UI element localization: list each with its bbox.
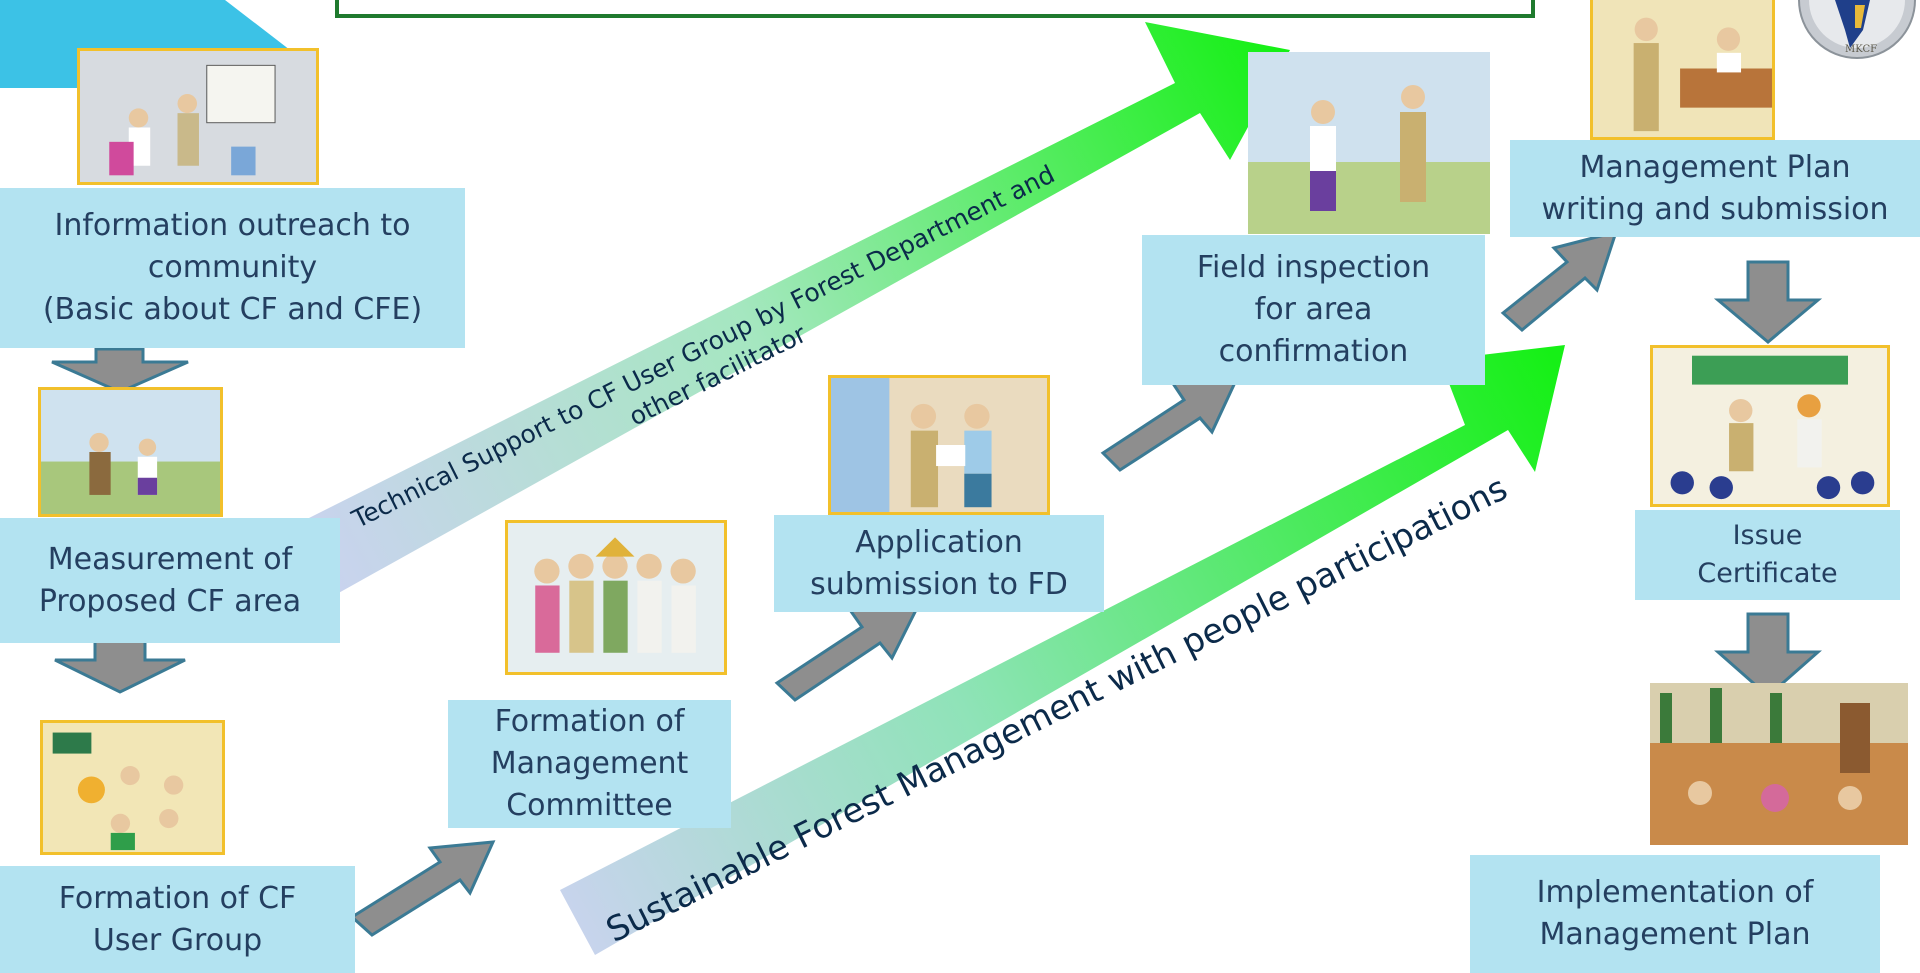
diag-arrow-4 — [1500, 229, 1619, 332]
technical-support-arrow — [305, 22, 1290, 595]
field-line-2: for area — [1254, 292, 1373, 327]
mkcf-logo: MKCF — [1775, 0, 1920, 60]
committee-line-1: Formation of — [494, 704, 685, 739]
step-application: Application submission to FD — [774, 515, 1104, 612]
field-line-1: Field inspection — [1196, 250, 1431, 285]
implementation-line-1: Implementation of — [1536, 875, 1814, 910]
cf-user-group-picture — [40, 720, 225, 855]
step-measurement: Measurement of Proposed CF area — [0, 518, 340, 643]
down-arrow-4 — [1714, 612, 1822, 698]
measurement-picture — [38, 387, 223, 517]
measurement-line-1: Measurement of — [47, 541, 293, 577]
step-management-committee: Formation of Management Committee — [448, 700, 731, 828]
cf-user-group-line-1: Formation of CF — [58, 880, 297, 916]
committee-line-3: Committee — [506, 788, 673, 823]
field-inspection-picture[interactable] — [1248, 52, 1490, 234]
step-issue-certificate: Issue Certificate — [1635, 510, 1900, 600]
implementation-picture — [1650, 683, 1908, 845]
outreach-picture — [77, 48, 319, 185]
committee-picture — [505, 520, 727, 675]
outreach-line-1: Information outreach to — [54, 208, 411, 243]
outreach-line-3: (Basic about CF and CFE) — [42, 292, 423, 327]
diag-arrow-3 — [1100, 374, 1241, 472]
step-information-outreach: Information outreach to community (Basic… — [0, 188, 465, 348]
step-cf-user-group: Formation of CF User Group — [0, 866, 355, 973]
management-plan-picture — [1590, 0, 1775, 140]
sustainable-arrow — [560, 345, 1565, 955]
committee-line-2: Management — [490, 746, 689, 781]
down-arrow-1 — [51, 347, 189, 394]
certificate-line-1: Issue — [1732, 520, 1803, 551]
measurement-line-2: Proposed CF area — [38, 583, 302, 619]
application-picture — [828, 375, 1050, 515]
header-bar — [335, 0, 1535, 18]
plan-line-1: Management Plan — [1579, 149, 1851, 185]
certificate-line-2: Certificate — [1697, 558, 1838, 589]
cf-user-group-line-2: User Group — [92, 922, 263, 958]
logo-text: MKCF — [1845, 44, 1878, 55]
field-line-3: confirmation — [1218, 334, 1409, 369]
outreach-line-2: community — [147, 250, 318, 285]
down-arrow-3 — [1713, 260, 1823, 344]
implementation-line-2: Management Plan — [1539, 917, 1811, 952]
plan-line-2: writing and submission — [1541, 191, 1889, 227]
diag-arrow-2 — [774, 600, 923, 702]
step-management-plan: Management Plan writing and submission — [1510, 140, 1920, 237]
step-field-inspection: Field inspection for area confirmation — [1142, 235, 1485, 385]
application-line-2: submission to FD — [810, 566, 1068, 602]
application-line-1: Application — [855, 524, 1023, 560]
step-implementation: Implementation of Management Plan — [1470, 855, 1880, 973]
diag-arrow-1 — [349, 840, 496, 937]
certificate-picture — [1650, 345, 1890, 507]
